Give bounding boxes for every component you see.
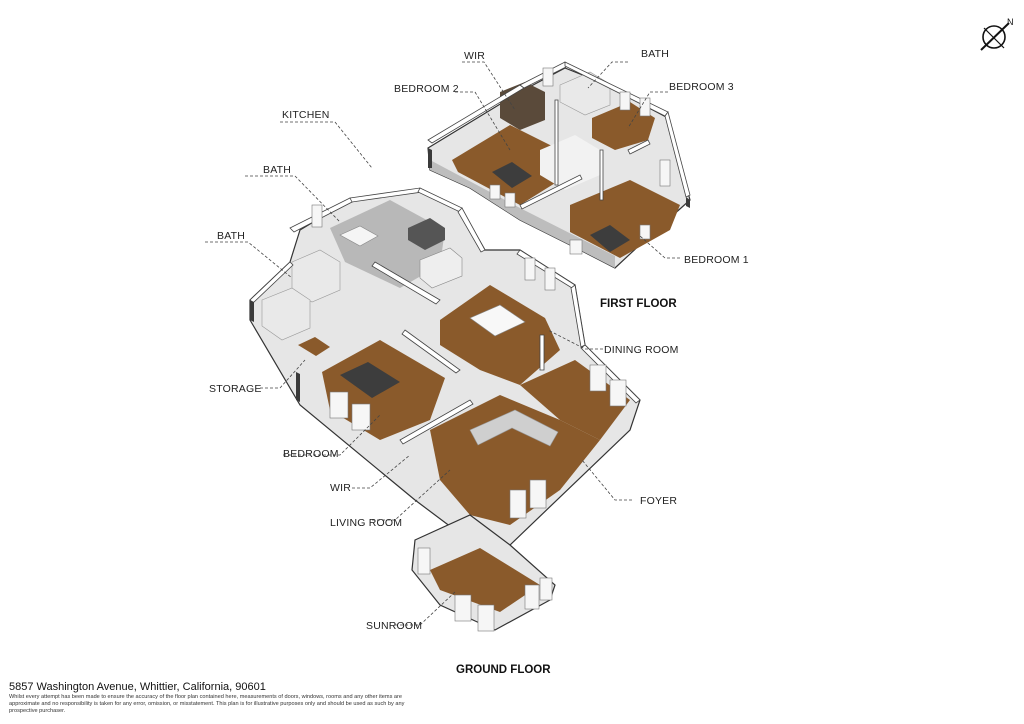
label-bath-first-floor: BATH — [641, 48, 670, 60]
label-sunroom: SUNROOM — [366, 620, 423, 632]
label-foyer: FOYER — [640, 495, 678, 507]
first-floor-title: FIRST FLOOR — [600, 298, 677, 310]
label-bath-ground-1: BATH — [263, 164, 292, 176]
label-living-room: LIVING ROOM — [330, 517, 403, 529]
first-floor-model — [427, 61, 691, 269]
label-dining-room: DINING ROOM — [604, 344, 679, 356]
label-bedroom-2: BEDROOM 2 — [394, 83, 459, 95]
label-bedroom-1: BEDROOM 1 — [684, 254, 749, 266]
label-bedroom: BEDROOM — [283, 448, 339, 460]
compass-north-label: N — [1007, 17, 1014, 27]
label-kitchen: KITCHEN — [282, 109, 330, 121]
dining-room-floor — [440, 285, 560, 385]
label-wir-ground-floor: WIR — [330, 482, 352, 494]
living-room-floor — [430, 395, 600, 525]
storage-floor — [298, 337, 330, 356]
label-bedroom-3: BEDROOM 3 — [669, 81, 734, 93]
kitchen-floor — [330, 200, 445, 288]
ground-floor-title: GROUND FLOOR — [456, 664, 551, 676]
bath-ground-2 — [261, 287, 311, 341]
north-compass-icon: N — [980, 17, 1014, 51]
bath-first-floor — [559, 71, 611, 116]
label-storage: STORAGE — [209, 383, 262, 395]
ground-floor-model — [249, 187, 641, 632]
leader-lines — [205, 61, 680, 626]
bedroom3-floor — [592, 102, 655, 150]
label-bath-ground-2: BATH — [217, 230, 246, 242]
label-wir-first-floor: WIR — [464, 50, 486, 62]
property-address: 5857 Washington Avenue, Whittier, Califo… — [9, 681, 266, 693]
disclaimer-text: Whilst every attempt has been made to en… — [9, 694, 405, 715]
